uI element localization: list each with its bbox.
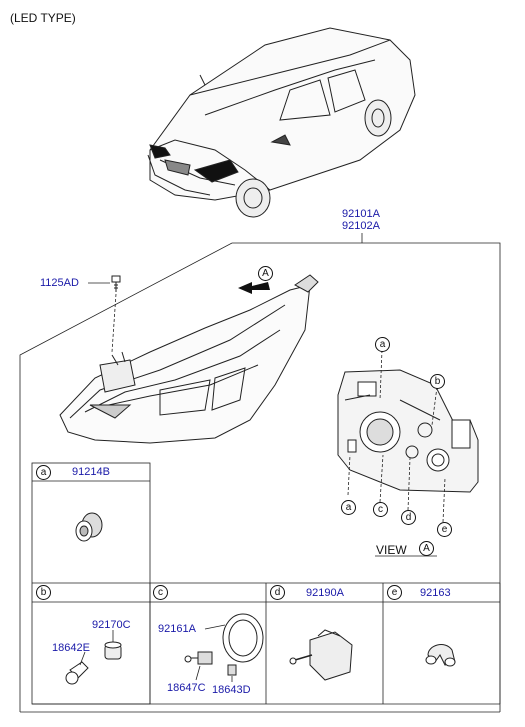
cell-c-part-number-1: 92161A: [158, 623, 196, 635]
cell-c-part-number-3: 18643D: [212, 684, 251, 696]
cell-b-part-number-2: 18642E: [52, 642, 90, 654]
cell-e-part-number: 92163: [420, 587, 451, 599]
parts-table-grid: [31, 462, 501, 705]
callout-bottom-c: c: [373, 502, 388, 517]
callout-bottom-e: e: [437, 522, 452, 537]
callout-bottom-a: a: [341, 500, 356, 515]
cell-a-part-number: 91214B: [72, 466, 110, 478]
cell-e-letter: e: [387, 585, 402, 600]
actuator-icon: [289, 629, 353, 681]
assembly-part-number-1: 92101A: [342, 208, 380, 220]
view-arrow-icon: [238, 282, 270, 294]
socket-ring-icon: [184, 613, 264, 682]
assembly-part-number-2: 92102A: [342, 220, 380, 232]
view-caption-marker: A: [419, 541, 434, 556]
cap-icon: [425, 644, 456, 667]
cell-c-part-number-2: 18647C: [167, 682, 206, 694]
bolt-icon: [88, 275, 121, 353]
cell-d-letter: d: [270, 585, 285, 600]
bulb-socket-icon: [65, 630, 122, 685]
callout-top-b: b: [430, 374, 445, 389]
cell-b-letter: b: [36, 585, 51, 600]
callout-top-a: a: [375, 337, 390, 352]
type-note: (LED TYPE): [10, 11, 76, 25]
callout-leaders: [347, 349, 446, 523]
cell-c-letter: c: [153, 585, 168, 600]
cell-b-part-number-1: 92170C: [92, 619, 131, 631]
view-marker-callout: A: [258, 266, 273, 281]
cell-d-part-number: 92190A: [306, 587, 344, 599]
headlamp-assembly: [59, 274, 319, 444]
assembly-frame: [19, 233, 501, 713]
car-illustration: [147, 27, 416, 218]
grommet-icon: [75, 512, 103, 542]
view-caption-word: VIEW: [376, 543, 407, 557]
bolt-part-number: 1125AD: [40, 277, 79, 289]
rear-view-drawing: [337, 369, 479, 493]
callout-bottom-d: d: [401, 510, 416, 525]
cell-a-letter: a: [36, 465, 51, 480]
